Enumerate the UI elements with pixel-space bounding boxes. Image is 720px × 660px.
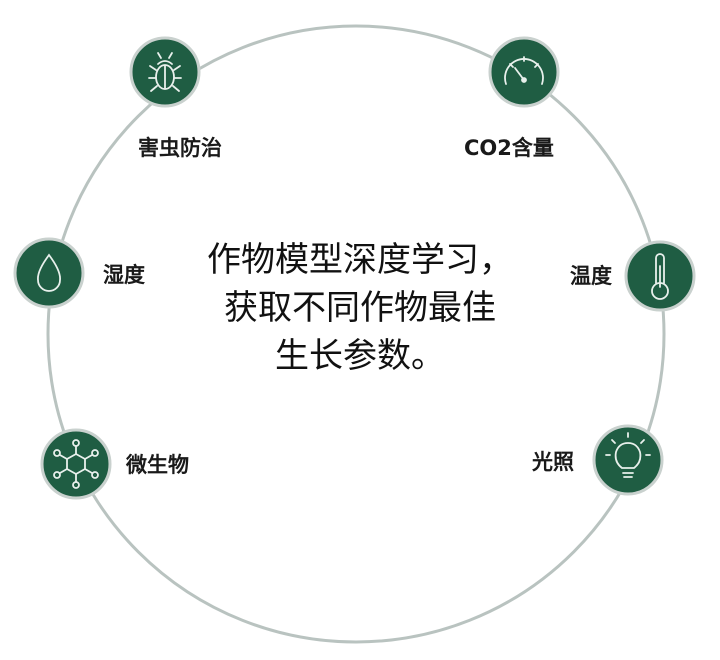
center-line-1: 作物模型深度学习， [207,240,513,280]
label-co2: CO2含量 [464,136,554,160]
thermometer-icon [651,253,669,300]
node-temperature [624,240,696,312]
outer-ring [46,24,666,644]
node-light [592,424,664,496]
center-line-2: 获取不同作物最佳 [224,288,496,328]
label-microorganism: 微生物 [126,453,189,477]
label-temperature: 温度 [570,264,612,288]
molecule-icon [53,439,99,489]
label-pest-control: 害虫防治 [138,136,222,160]
node-microorganism [40,428,112,500]
beetle-icon [148,52,182,92]
center-description: 作物模型深度学习， 获取不同作物最佳 生长参数。 [160,236,560,380]
water-drop-icon [37,253,61,292]
node-humidity [13,237,85,309]
lightbulb-icon [605,432,651,478]
center-line-3: 生长参数。 [275,336,445,376]
gauge-icon [504,56,544,85]
label-humidity: 湿度 [103,263,145,287]
node-co2 [488,36,560,108]
node-pest-control [129,36,201,108]
label-light: 光照 [532,450,574,474]
